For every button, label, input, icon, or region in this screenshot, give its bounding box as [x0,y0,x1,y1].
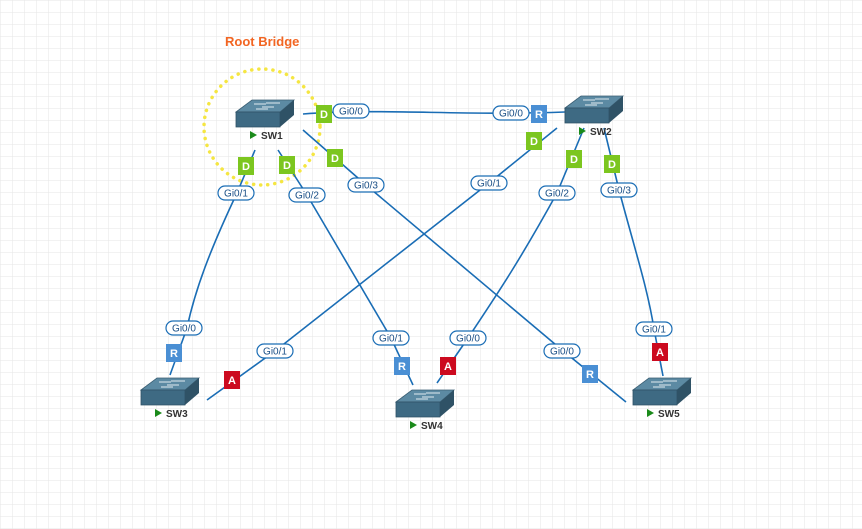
svg-text:R: R [586,369,594,381]
switch-label: SW2 [590,127,612,138]
svg-text:R: R [535,109,543,121]
port-role-designated: D [566,150,582,168]
port-label: Gi0/1 [635,321,673,337]
port-label-text: Gi0/0 [550,347,574,358]
port-label: Gi0/0 [332,103,370,119]
port-label: Gi0/2 [538,185,576,201]
switch-label: SW3 [166,409,188,420]
link-sw2-sw4[interactable] [436,127,585,384]
svg-text:D: D [570,154,578,166]
port-label: Gi0/1 [217,185,255,201]
svg-text:A: A [444,361,452,373]
port-label: Gi0/0 [449,330,487,346]
port-label-text: Gi0/3 [354,181,378,192]
port-role-designated: D [316,105,332,123]
port-role-alternate: A [224,371,240,389]
port-role-alternate: A [652,343,668,361]
port-label: Gi0/0 [492,105,530,121]
port-role-root: R [166,344,182,362]
switch-label: SW4 [421,421,443,432]
play-icon [579,127,586,135]
svg-text:D: D [331,153,339,165]
port-label-text: Gi0/3 [607,186,631,197]
port-label-text: Gi0/2 [545,189,569,200]
switch-sw1[interactable]: SW1 [234,99,296,142]
port-role-root: R [394,357,410,375]
port-label: Gi0/1 [372,330,410,346]
port-role-designated: D [327,149,343,167]
port-role-designated: D [526,132,542,150]
switch-icon [139,377,201,406]
svg-text:R: R [398,361,406,373]
port-label: Gi0/2 [288,187,326,203]
switch-sw4[interactable]: SW4 [394,389,456,432]
port-label: Gi0/1 [470,175,508,191]
svg-text:D: D [283,160,291,172]
port-label-text: Gi0/0 [499,109,523,120]
port-label-text: Gi0/0 [172,324,196,335]
switch-icon [563,95,625,124]
switch-sw5[interactable]: SW5 [631,377,693,420]
port-label-text: Gi0/1 [379,334,403,345]
play-icon [647,409,654,417]
svg-text:A: A [656,347,664,359]
switch-label: SW1 [261,131,283,142]
port-label-text: Gi0/1 [642,325,666,336]
link-sw2-sw3[interactable] [206,127,558,401]
port-role-designated: D [238,157,254,175]
play-icon [155,409,162,417]
port-label-text: Gi0/0 [456,334,480,345]
port-label-text: Gi0/1 [224,189,248,200]
port-label: Gi0/3 [600,182,638,198]
root-bridge-ring [202,67,322,187]
svg-text:D: D [242,161,250,173]
port-label: Gi0/0 [543,343,581,359]
svg-text:A: A [228,375,236,387]
svg-text:R: R [170,348,178,360]
svg-text:D: D [320,109,328,121]
switch-icon [234,99,296,128]
switch-sw3[interactable]: SW3 [139,377,201,420]
switch-icon [394,389,456,418]
root-bridge-title: Root Bridge [225,34,299,49]
port-label: Gi0/0 [165,320,203,336]
port-role-root: R [531,105,547,123]
play-icon [410,421,417,429]
port-label: Gi0/3 [347,177,385,193]
switch-icon [631,377,693,406]
port-role-designated: D [604,155,620,173]
play-icon [250,131,257,139]
switch-label: SW5 [658,409,680,420]
port-label-text: Gi0/1 [477,179,501,190]
port-label-text: Gi0/2 [295,191,319,202]
port-label: Gi0/1 [256,343,294,359]
port-label-text: Gi0/0 [339,107,363,118]
switch-sw2[interactable]: SW2 [563,95,625,138]
port-role-designated: D [279,156,295,174]
svg-text:D: D [530,136,538,148]
port-role-root: R [582,365,598,383]
svg-text:D: D [608,159,616,171]
port-role-alternate: A [440,357,456,375]
port-label-text: Gi0/1 [263,347,287,358]
